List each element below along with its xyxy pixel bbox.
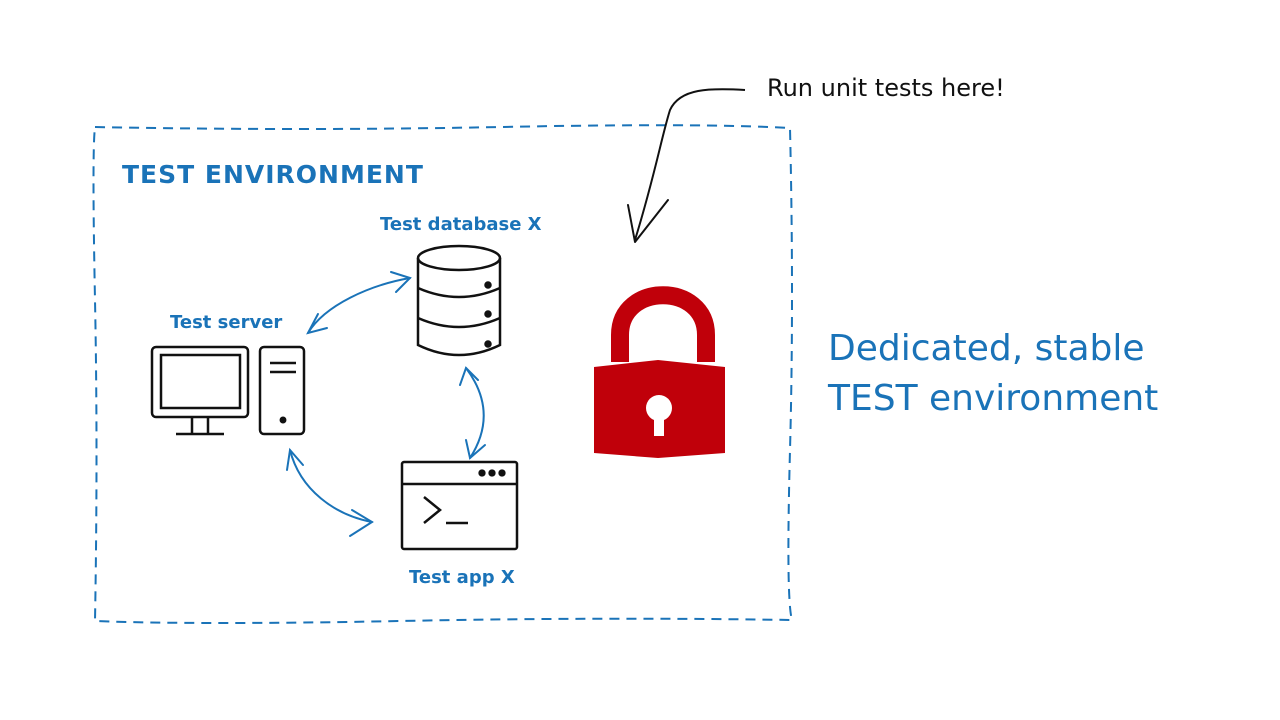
database-icon: [416, 244, 502, 357]
connector-database-app: [459, 366, 486, 460]
desktop-computer-icon: [150, 345, 306, 436]
connector-server-database: [306, 271, 412, 335]
callout-arrow: [634, 88, 746, 241]
database-label: Test database X: [380, 214, 542, 235]
callout-arrowhead: [627, 199, 669, 243]
server-label: Test server: [170, 312, 282, 333]
environment-title: TEST ENVIRONMENT: [122, 160, 424, 189]
lock-caption-line2: TEST environment: [827, 378, 1158, 419]
terminal-window-icon: [400, 460, 519, 551]
callout-label: Run unit tests here!: [767, 74, 1005, 102]
connector-server-app: [286, 447, 374, 537]
padlock-icon: [594, 286, 725, 458]
lock-caption-line1: Dedicated, stable: [828, 328, 1145, 369]
app-label: Test app X: [409, 567, 515, 588]
environment-boundary: [92, 124, 794, 624]
